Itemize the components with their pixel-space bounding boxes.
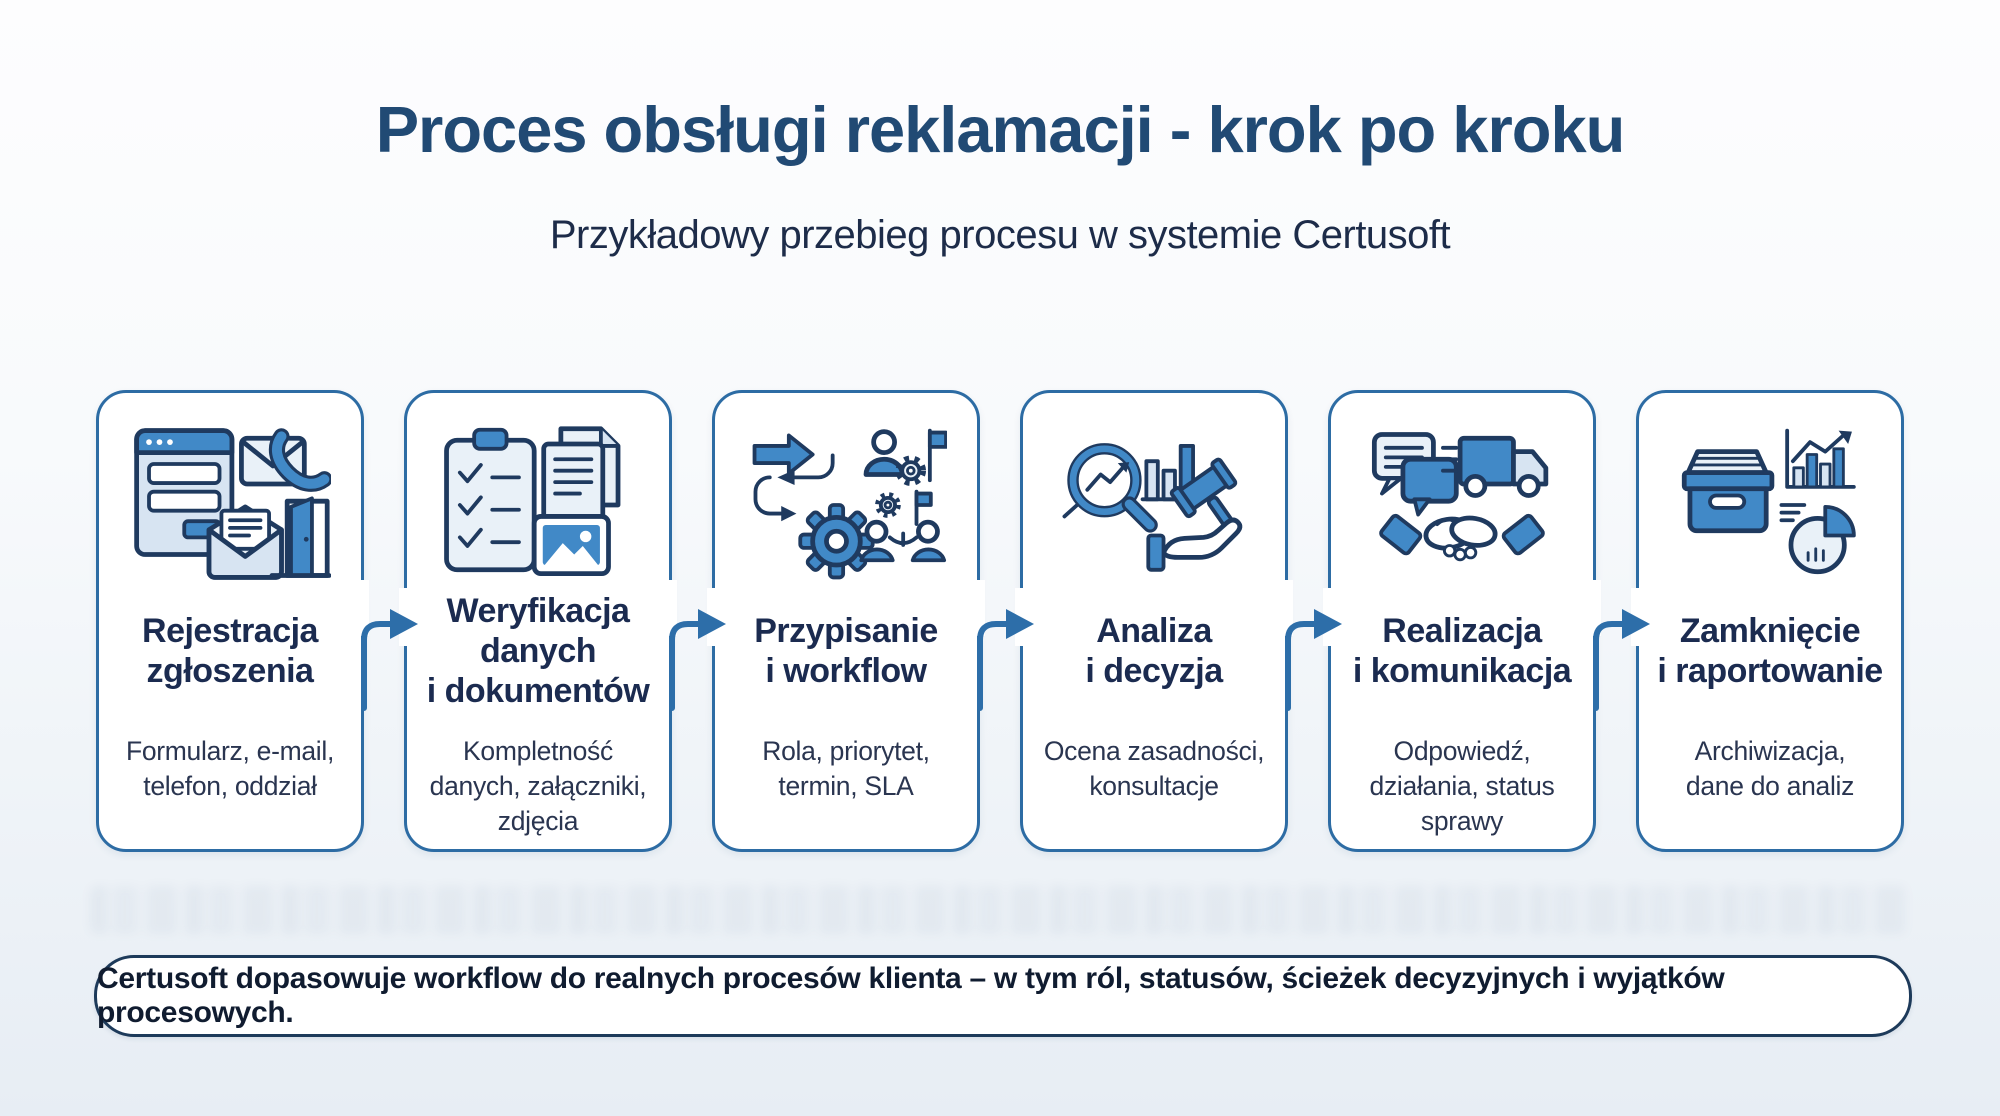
team-icon bbox=[859, 519, 947, 563]
phone-icon bbox=[268, 428, 331, 492]
gavel-icon bbox=[1169, 457, 1239, 535]
step-2-icon-cluster bbox=[407, 423, 669, 588]
step-description: Odpowiedź, działania, status sprawy bbox=[1369, 736, 1555, 836]
step-title: Zamknięcie i raportowanie bbox=[1657, 612, 1883, 690]
footer-note-banner: Certusoft dopasowuje workflow do realnyc… bbox=[94, 955, 1912, 1037]
pie-chart-icon bbox=[1779, 503, 1856, 575]
step-description: Rola, priorytet, termin, SLA bbox=[762, 736, 930, 801]
step-arrow-icon bbox=[1282, 580, 1342, 711]
step-1-icon-cluster bbox=[99, 423, 361, 588]
step-6-icon-cluster bbox=[1639, 423, 1901, 588]
flow-arrows-icon bbox=[752, 433, 835, 522]
step-card-4: Analiza i decyzja Ocena zasadności, kons… bbox=[1020, 390, 1288, 852]
process-steps-row: Rejestracja zgłoszenia Formularz, e-mail… bbox=[96, 390, 1904, 852]
page-title: Proces obsługi reklamacji - krok po krok… bbox=[375, 93, 1626, 166]
step-card-5: Realizacja i komunikacja Odpowiedź, dzia… bbox=[1328, 390, 1596, 852]
step-card-1: Rejestracja zgłoszenia Formularz, e-mail… bbox=[96, 390, 364, 852]
photo-icon bbox=[531, 514, 611, 576]
step-description: Formularz, e-mail, telefon, oddział bbox=[125, 736, 335, 801]
step-card-6: Zamknięcie i raportowanie Archiwizacja, … bbox=[1636, 390, 1904, 852]
step-card-3: Przypisanie i workflow Rola, priorytet, … bbox=[712, 390, 980, 852]
step-arrow-icon bbox=[974, 580, 1034, 711]
step-5-icon-cluster bbox=[1331, 423, 1593, 588]
report-chart-icon bbox=[1785, 428, 1856, 489]
checklist-clipboard-icon bbox=[444, 427, 537, 573]
step-title: Realizacja i komunikacja bbox=[1352, 612, 1572, 690]
step-title: Przypisanie i workflow bbox=[754, 612, 938, 690]
step-title: Rejestracja zgłoszenia bbox=[142, 612, 318, 690]
user-gear-icon bbox=[863, 429, 927, 518]
step-4-icon-cluster bbox=[1023, 423, 1285, 588]
step-title: Weryfikacja danych i dokumentów bbox=[426, 592, 650, 710]
step-arrow-icon bbox=[358, 580, 418, 711]
magnifier-trend-icon bbox=[1062, 443, 1158, 533]
browser-form-icon bbox=[134, 428, 235, 557]
open-hand-icon bbox=[1146, 517, 1243, 572]
step-title: Analiza i decyzja bbox=[1085, 612, 1223, 690]
step-arrow-icon bbox=[1590, 580, 1650, 711]
archive-box-icon bbox=[1681, 449, 1775, 534]
step-description: Ocena zasadności, konsultacje bbox=[1043, 736, 1265, 801]
step-arrow-icon bbox=[666, 580, 726, 711]
page-subtitle: Przykładowy przebieg procesu w systemie … bbox=[549, 213, 1451, 257]
step-description: Kompletność danych, załączniki, zdjęcia bbox=[429, 736, 647, 836]
step-card-2: Weryfikacja danych i dokumentów Kompletn… bbox=[404, 390, 672, 852]
delivery-truck-icon bbox=[1435, 435, 1549, 498]
footer-note-text: Certusoft dopasowuje workflow do realnyc… bbox=[97, 962, 1725, 1029]
blurred-text-band bbox=[90, 886, 1910, 934]
step-description: Archiwizacja, dane do analiz bbox=[1685, 736, 1855, 801]
documents-icon bbox=[541, 426, 621, 523]
open-envelope-icon bbox=[206, 504, 284, 580]
step-3-icon-cluster bbox=[715, 423, 977, 588]
flag-icon bbox=[914, 428, 947, 526]
door-icon bbox=[269, 496, 331, 578]
gear-icon bbox=[798, 503, 875, 580]
handshake-icon bbox=[1379, 513, 1545, 562]
